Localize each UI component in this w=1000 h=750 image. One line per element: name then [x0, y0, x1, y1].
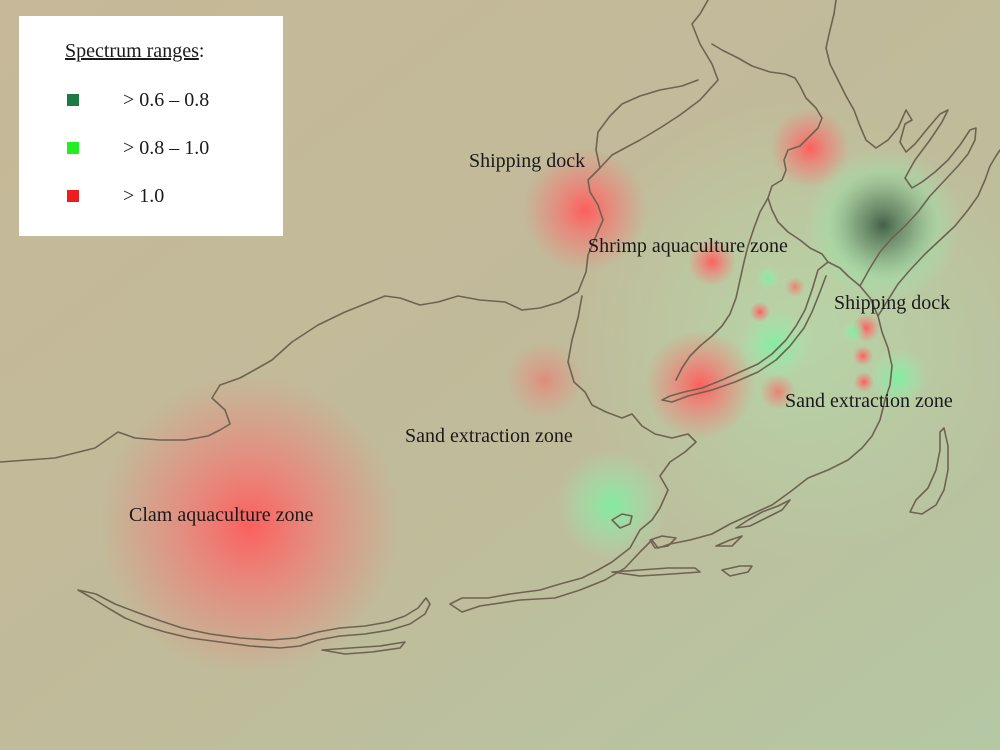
coastline-sw-barrier-island — [77, 589, 431, 649]
coastline-east-arm — [711, 43, 829, 263]
label-shipping-dock-east: Shipping dock — [834, 292, 951, 314]
coastline-central-spit — [611, 513, 633, 529]
legend-label-2: > 1.0 — [123, 185, 165, 207]
coastline-sw-inner — [321, 641, 406, 655]
coastline-ne-upper — [825, 0, 977, 287]
hotspot-shrimp-zone — [688, 238, 736, 286]
legend-swatch-2 — [67, 190, 79, 202]
hotspot-shipping-dock-west — [523, 148, 647, 272]
hotspot-sand-east — [760, 374, 796, 410]
label-clam-aquaculture-zone: Clam aquaculture zone — [129, 504, 314, 526]
hotspot-green-small-2 — [842, 320, 866, 344]
hotspot-dock-east-2 — [853, 346, 873, 366]
legend: Spectrum ranges: > 0.6 – 0.8 > 0.8 – 1.0… — [19, 16, 283, 236]
coastline-se-islands — [649, 499, 791, 549]
label-sand-extraction-zone-west: Sand extraction zone — [405, 425, 573, 447]
legend-title-text: Spectrum ranges — [65, 40, 199, 62]
hotspot-dark-green — [805, 147, 961, 303]
hotspot-green-south — [557, 450, 667, 560]
hotspot-clam-zone — [100, 375, 400, 675]
hotspot-green-mid — [739, 309, 811, 381]
hotspot-central — [645, 330, 755, 440]
hotspot-green-small-1 — [756, 266, 780, 290]
label-shipping-dock-west: Shipping dock — [469, 150, 586, 172]
legend-swatch-1 — [67, 142, 79, 154]
label-sand-extraction-zone-east: Sand extraction zone — [785, 390, 953, 412]
hotspot-small-2 — [785, 277, 805, 297]
coastline-central-peninsula — [449, 261, 893, 613]
coastline — [0, 0, 1000, 655]
coastline-inner-bay — [661, 261, 829, 403]
legend-label-1: > 0.8 – 1.0 — [123, 137, 210, 159]
coastline-ne-inlet — [877, 149, 1000, 317]
hotspot-sand-west — [507, 342, 583, 418]
hotspot-small-1 — [750, 302, 770, 322]
legend-title: Spectrum ranges: — [65, 40, 205, 62]
coastline-se-bars — [611, 565, 753, 577]
legend-label-0: > 0.6 – 0.8 — [123, 89, 210, 111]
coastline-east-barrier — [909, 427, 949, 515]
coastline-inner-ridge — [675, 197, 769, 381]
hotspot-green-east — [868, 348, 928, 408]
heat-hotspots — [100, 100, 1000, 675]
hotspot-small-3 — [854, 372, 874, 392]
coastline-north-channel — [595, 79, 699, 169]
label-shrimp-aquaculture-zone: Shrimp aquaculture zone — [588, 235, 788, 257]
legend-swatch-0 — [67, 94, 79, 106]
coastline-mainland-north — [0, 0, 719, 463]
